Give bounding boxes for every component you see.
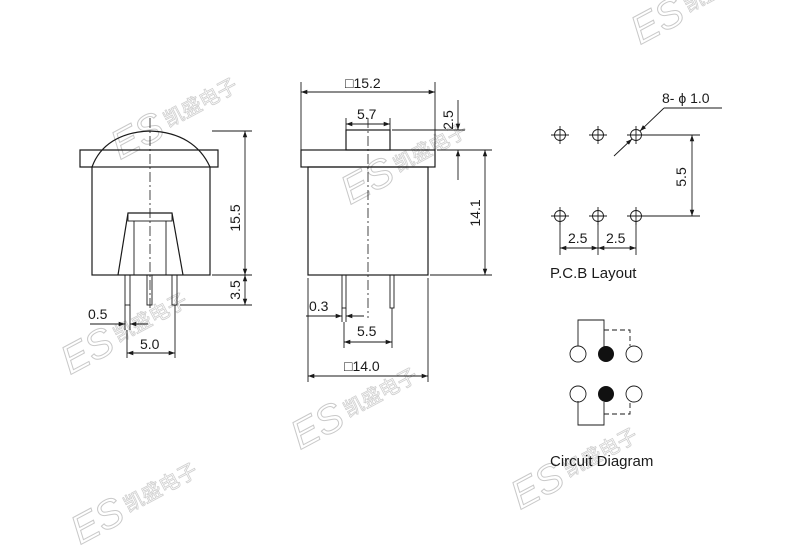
circuit-wire (577, 401, 605, 426)
side-view: □15.2 5.7 2.5 14.1 0.3 5.5 □14.0 (300, 75, 492, 382)
circuit-terminal-open (625, 345, 643, 363)
front-view-pin-width-label: 0.5 (88, 306, 108, 322)
pcb-hole (627, 126, 645, 144)
circuit-diagram: Circuit Diagram (550, 319, 653, 470)
circuit-terminal-open (625, 385, 643, 403)
side-view-pin-pitch-label: 5.5 (357, 323, 377, 339)
front-view-height-label: 15.5 (227, 204, 243, 231)
pcb-layout-title: P.C.B Layout (550, 265, 637, 282)
watermark-text: 凯盛电子 (390, 119, 471, 177)
front-view-pin (124, 274, 131, 306)
watermark: ES 凯盛电子 (103, 74, 242, 169)
side-view-pin-width-label: 0.3 (309, 298, 329, 314)
side-view-bottom-width-label: □14.0 (344, 358, 380, 374)
circuit-wire-dashed (604, 401, 631, 415)
watermark-brand: ES (624, 0, 692, 53)
circuit-terminal-open (569, 385, 587, 403)
watermark: ES 凯盛电子 (623, 0, 762, 53)
pcb-row-spacing-label: 5.5 (673, 167, 689, 187)
circuit-terminal-open (569, 345, 587, 363)
watermark-text: 凯盛电子 (120, 459, 201, 517)
circuit-terminal-common (598, 386, 614, 402)
front-view-plunger (117, 212, 184, 276)
circuit-terminal-common (598, 346, 614, 362)
watermark: ES 凯盛电子 (63, 459, 202, 546)
pcb-hole (551, 126, 569, 144)
circuit-wire (577, 319, 605, 349)
circuit-wire-dashed (604, 329, 631, 346)
front-view: 15.5 3.5 0.5 5.0 (79, 118, 252, 358)
side-view-cap-width-label: 5.7 (357, 106, 377, 122)
pcb-layout: 8- ϕ 1.0 5.5 2.5 2.5 P.C.B Layout (550, 90, 722, 282)
pcb-pitch-label: 2.5 (606, 230, 626, 246)
side-view-cap-height-label: 2.5 (440, 110, 456, 130)
watermark-text: 凯盛电子 (680, 0, 761, 17)
side-view-pin (341, 274, 347, 309)
side-view-top-width-label: □15.2 (345, 75, 381, 91)
side-view-body-height-label: 14.1 (467, 199, 483, 226)
pcb-hole-leader (639, 107, 665, 132)
front-view-pin (146, 274, 153, 306)
front-view-pin-pitch-label: 5.0 (140, 336, 160, 352)
pcb-pitch-label: 2.5 (568, 230, 588, 246)
front-view-pin-length-label: 3.5 (227, 280, 243, 300)
watermark-text: 凯盛电子 (160, 74, 241, 132)
front-view-pin (171, 274, 178, 306)
circuit-diagram-title: Circuit Diagram (550, 453, 653, 470)
watermark-layer: ES 凯盛电子 ES 凯盛电子 ES 凯盛电子 ES 凯盛电子 ES 凯盛电子 … (53, 0, 762, 546)
pcb-hole-spec-label: 8- ϕ 1.0 (662, 90, 710, 106)
pcb-hole (589, 207, 607, 225)
pcb-hole (589, 126, 607, 144)
side-view-pin (389, 274, 395, 309)
